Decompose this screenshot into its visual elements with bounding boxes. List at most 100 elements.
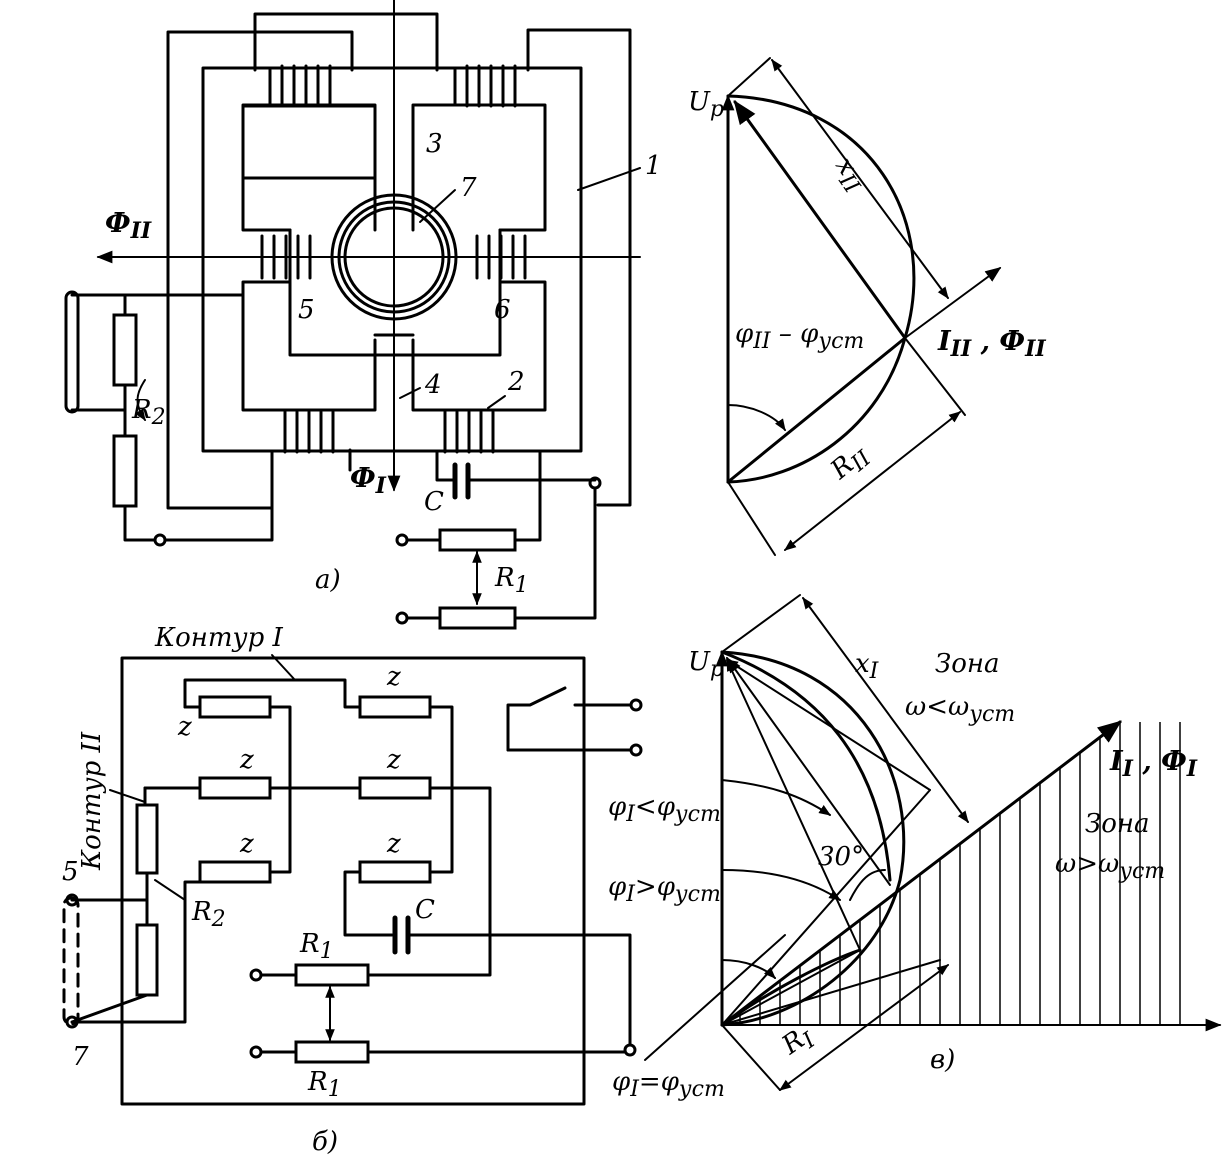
label-z5: z bbox=[239, 829, 254, 859]
x1-dim bbox=[802, 597, 969, 823]
label-cap-a: C bbox=[424, 487, 444, 517]
wire-left bbox=[166, 30, 354, 510]
label-r1-b-bot: R1 bbox=[307, 1067, 342, 1102]
tr-extensions bbox=[727, 57, 966, 556]
r2-b-bottom bbox=[70, 880, 202, 1024]
angle-less bbox=[721, 779, 831, 816]
r2-plug bbox=[64, 290, 80, 414]
terminal-sw2 bbox=[629, 743, 643, 757]
r2-dim bbox=[784, 411, 961, 551]
leader-7 bbox=[419, 189, 456, 223]
r1-upper bbox=[438, 528, 517, 552]
label-5: 5 bbox=[298, 295, 315, 325]
label-flux1: ФI bbox=[350, 463, 387, 499]
diagram-top-right: Up xII RII φII – φуст III , ФII bbox=[688, 57, 1046, 556]
tr-i-line bbox=[726, 336, 907, 484]
x2-dim bbox=[771, 59, 949, 299]
z2 bbox=[358, 695, 432, 719]
label-phi-eq: φII – φуст bbox=[735, 319, 864, 354]
diagram-v: Up xI Зона ω<ωуст II , ФI Зона ω>ωуст φI… bbox=[608, 594, 1222, 1102]
zone-lower-title: Зона bbox=[1085, 809, 1149, 839]
label-contour2: Контур II bbox=[77, 731, 107, 871]
tr-diag bbox=[733, 100, 907, 340]
label-r2-a: R2 bbox=[131, 395, 166, 430]
label-flux2: ФII bbox=[105, 208, 152, 244]
label-i2: III , ФII bbox=[937, 326, 1046, 362]
cap-b bbox=[392, 915, 411, 955]
leader-4 bbox=[399, 387, 421, 399]
label-cap-b: C bbox=[415, 895, 435, 925]
label-angle-30: 30° bbox=[818, 842, 864, 872]
terminal-a4 bbox=[153, 533, 167, 547]
outer-yoke bbox=[201, 66, 583, 453]
r1-b-upper bbox=[294, 963, 370, 987]
wire-b-cap bbox=[343, 870, 632, 1047]
label-term7: 7 bbox=[72, 1042, 89, 1072]
pole-tl bbox=[241, 103, 377, 232]
terminal-b3 bbox=[623, 1043, 637, 1057]
label-r1-b-top: R1 bbox=[299, 929, 334, 964]
pole-bl bbox=[241, 280, 377, 412]
wire-right bbox=[526, 28, 632, 507]
angle-30 bbox=[849, 869, 886, 901]
label-r1-a: R1 bbox=[494, 563, 529, 598]
caption-b: б) bbox=[312, 1127, 338, 1157]
label-up-v: Up bbox=[688, 647, 724, 682]
label-x1: xI bbox=[855, 649, 880, 684]
terminal-a3 bbox=[395, 611, 409, 625]
tr-angle bbox=[727, 404, 786, 431]
label-contour1: Контур I bbox=[154, 623, 284, 653]
label-7: 7 bbox=[460, 173, 477, 203]
leader-2 bbox=[487, 395, 506, 409]
r2-lower bbox=[112, 434, 138, 508]
label-phi-less: φI<φуст bbox=[608, 792, 721, 827]
z4 bbox=[358, 776, 432, 800]
z1 bbox=[198, 695, 272, 719]
label-term5: 5 bbox=[62, 857, 79, 887]
label-r1-v: RI bbox=[776, 1019, 821, 1065]
label-z6: z bbox=[386, 829, 401, 859]
r2-b-arrow bbox=[154, 879, 186, 901]
label-3: 3 bbox=[426, 129, 443, 159]
terminal-b5 bbox=[65, 893, 79, 907]
r2-bot-wire bbox=[163, 506, 274, 542]
r1-upper-wire bbox=[406, 450, 542, 542]
label-z4: z bbox=[386, 745, 401, 775]
label-x2: xII bbox=[825, 152, 873, 199]
r2-b-upper bbox=[135, 803, 159, 875]
diagram-a: 1 3 7 5 6 4 2 ФII ФI C R1 R2 а) bbox=[64, 0, 662, 630]
label-1: 1 bbox=[645, 151, 662, 181]
switch bbox=[506, 686, 632, 752]
leader-contour1 bbox=[271, 654, 296, 681]
v-diag-main bbox=[726, 656, 891, 886]
leader-1 bbox=[577, 167, 641, 191]
label-up-top: Up bbox=[688, 87, 724, 122]
box-b bbox=[120, 656, 586, 1106]
i2-arrow bbox=[904, 267, 1002, 339]
v-diag-2 bbox=[726, 658, 861, 951]
terminal-b2 bbox=[249, 1045, 263, 1059]
z3 bbox=[198, 776, 272, 800]
caption-v: в) bbox=[930, 1045, 955, 1075]
caption-a: а) bbox=[315, 565, 341, 595]
label-phi-equal: φI=φуст bbox=[612, 1067, 725, 1102]
angle-greater bbox=[721, 869, 841, 901]
wire-b-r1 bbox=[366, 786, 492, 977]
label-4: 4 bbox=[424, 370, 442, 400]
label-z3: z bbox=[239, 745, 254, 775]
diagram-b: Контур I Контур II C z z z z z z bbox=[62, 623, 643, 1157]
cap-wire bbox=[435, 450, 597, 482]
r1-b-lower bbox=[294, 1040, 370, 1064]
label-z1: z bbox=[177, 712, 192, 742]
leader-equal bbox=[644, 934, 786, 1061]
cap-a bbox=[452, 462, 471, 500]
label-6: 6 bbox=[494, 295, 511, 325]
terminal-b7 bbox=[65, 1015, 79, 1029]
r2-b-lower bbox=[135, 923, 159, 997]
zone-upper-title: Зона bbox=[935, 649, 999, 679]
r1-lower bbox=[438, 606, 517, 630]
terminal-b1 bbox=[249, 968, 263, 982]
v-extensions bbox=[721, 594, 801, 1091]
wire-b-top bbox=[183, 678, 362, 709]
